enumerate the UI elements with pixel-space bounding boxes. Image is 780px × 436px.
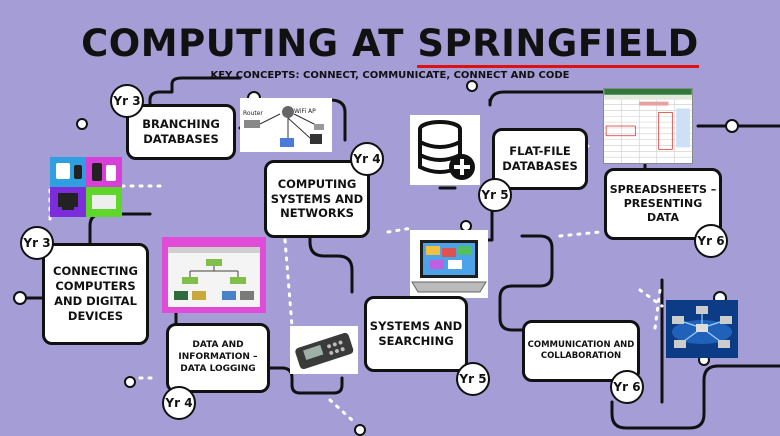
unit-branching-label: BRANCHING DATABASES (142, 117, 220, 146)
laptop-search-image (410, 230, 488, 298)
wifi-ap-label: WiFi AP (294, 108, 316, 115)
unit-connecting-label: CONNECTING COMPUTERS AND DIGITAL DEVICES (53, 264, 138, 323)
unit-systems-searching: SYSTEMS AND SEARCHING (364, 296, 468, 372)
year-badge-flat-file: Yr 5 (478, 178, 512, 212)
year-badge-communication: Yr 6 (610, 370, 644, 404)
unit-communication-label: COMMUNICATION AND COLLABORATION (527, 339, 635, 361)
unit-data-logging: DATA AND INFORMATION – DATA LOGGING (166, 323, 270, 393)
unit-computing-systems-label: COMPUTING SYSTEMS AND NETWORKS (270, 176, 364, 221)
data-logger-image (290, 326, 358, 374)
unit-spreadsheets-label: SPREADSHEETS – PRESENTING DATA (609, 182, 717, 225)
unit-spreadsheets: SPREADSHEETS – PRESENTING DATA (604, 168, 722, 240)
unit-branching-databases: BRANCHING DATABASES (126, 104, 236, 160)
branching-database-screenshot (162, 237, 266, 313)
title-part-computing: COMPUTING AT (81, 22, 418, 65)
spreadsheet-screenshot (603, 88, 693, 164)
year-badge-branching: Yr 3 (110, 84, 144, 118)
page-title: COMPUTING AT SPRINGFIELD (0, 22, 780, 68)
networked-computers-image (666, 300, 738, 358)
title-part-springfield: SPRINGFIELD (417, 22, 699, 68)
year-badge-connecting: Yr 3 (20, 226, 54, 260)
unit-systems-searching-label: SYSTEMS AND SEARCHING (369, 319, 463, 348)
unit-connecting-computers: CONNECTING COMPUTERS AND DIGITAL DEVICES (42, 243, 149, 345)
year-badge-spreadsheets: Yr 6 (694, 224, 728, 258)
year-badge-computing-systems: Yr 4 (350, 142, 384, 176)
page-subtitle: KEY CONCEPTS: CONNECT, COMMUNICATE, CONN… (210, 70, 570, 81)
unit-flat-file-databases: FLAT-FILE DATABASES (492, 128, 588, 190)
year-badge-data-logging: Yr 4 (162, 386, 196, 420)
database-add-icon (410, 115, 480, 185)
unit-communication-collaboration: COMMUNICATION AND COLLABORATION (522, 320, 640, 382)
unit-flat-file-label: FLAT-FILE DATABASES (502, 144, 578, 173)
network-diagram-image: Router WiFi AP (240, 98, 332, 152)
unit-computing-systems: COMPUTING SYSTEMS AND NETWORKS (264, 160, 370, 238)
devices-collage-image (50, 157, 122, 217)
router-label: Router (243, 110, 263, 117)
unit-data-logging-label: DATA AND INFORMATION – DATA LOGGING (178, 340, 258, 374)
year-badge-systems-searching: Yr 5 (456, 362, 490, 396)
